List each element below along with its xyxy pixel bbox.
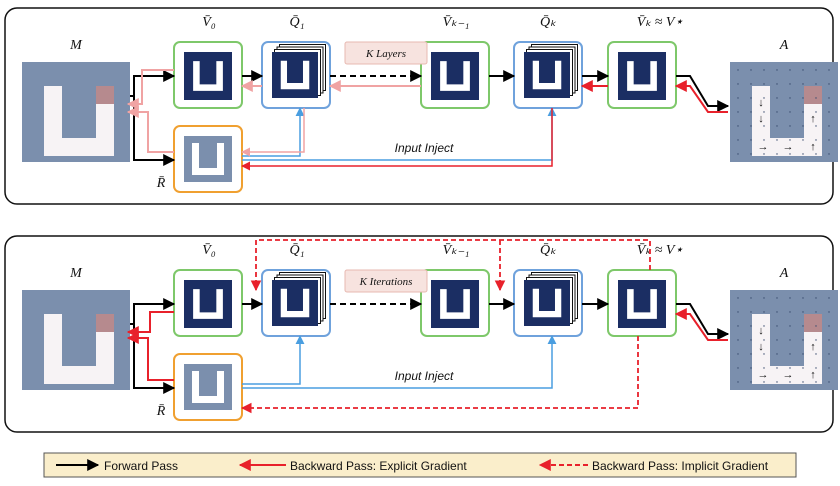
implicit-gradient-arrow xyxy=(250,239,651,292)
node-label-qk: Q̄ₖ xyxy=(540,15,557,30)
node-label-vk-minus-1: V̄ₖ₋₁ xyxy=(443,243,470,258)
policy-arrow-icon: ↑ xyxy=(810,141,816,153)
implicit-gradient-arrow xyxy=(240,336,639,414)
node-label-v0: V̄₀ xyxy=(202,243,216,258)
legend-forward-label: Forward Pass xyxy=(104,459,178,473)
policy-arrow-icon: → xyxy=(783,369,794,381)
policy-arrow-icon: → xyxy=(758,141,769,153)
inject-arrow xyxy=(242,335,305,385)
output-label: A xyxy=(779,266,789,281)
forward-arrow xyxy=(676,75,730,112)
policy-arrow-icon: ↑ xyxy=(810,341,816,353)
policy-output-image: ↓ ↓ ↑ → → ↑ xyxy=(730,62,838,162)
policy-arrow-icon: ↓ xyxy=(758,341,764,353)
u-shaped-maze-icon xyxy=(618,52,666,100)
u-shaped-maze-icon xyxy=(272,52,318,98)
u-shaped-maze-icon xyxy=(431,280,479,328)
inject-arrow xyxy=(242,335,557,389)
forward-arrow xyxy=(133,298,176,314)
u-shaped-maze-icon xyxy=(431,52,479,100)
forward-arrow xyxy=(133,314,176,394)
middle-label: K Iterations xyxy=(359,276,413,288)
node-label-qk: Q̄ₖ xyxy=(540,243,557,258)
map-input-image xyxy=(22,290,130,390)
explicit-gradient-arrow-faded xyxy=(241,108,305,157)
middle-label-box xyxy=(344,269,428,293)
explicit-gradient-arrow xyxy=(241,108,553,171)
explicit-gradient-arrow-faded xyxy=(126,106,174,153)
output-label: A xyxy=(779,38,789,53)
forward-arrow xyxy=(676,303,730,340)
map-label: M xyxy=(69,266,83,281)
node-label-vk-minus-1: V̄ₖ₋₁ xyxy=(443,15,470,30)
inject-arrow xyxy=(242,107,305,157)
policy-arrow-icon: → xyxy=(758,369,769,381)
explicit-gradient-arrow xyxy=(674,80,728,113)
u-shaped-maze-icon xyxy=(524,280,570,326)
reward-map-icon xyxy=(184,136,232,182)
policy-arrow-icon: ↓ xyxy=(758,113,764,125)
inject-label: Input Inject xyxy=(395,141,454,155)
u-shaped-maze-icon xyxy=(184,280,232,328)
reward-label: R̄ xyxy=(156,176,166,191)
u-shaped-maze-icon xyxy=(184,52,232,100)
policy-arrow-icon: ↓ xyxy=(758,325,764,337)
explicit-gradient-arrow xyxy=(126,332,174,381)
node-label-q1: Q̄₁ xyxy=(290,15,305,30)
policy-output-image: ↓ ↓ ↑ → → ↑ xyxy=(730,290,838,390)
policy-arrow-icon: ↑ xyxy=(810,113,816,125)
u-shaped-maze-icon xyxy=(524,52,570,98)
policy-arrow-icon: ↓ xyxy=(758,97,764,109)
forward-arrow xyxy=(133,86,176,166)
policy-arrow-icon: ↑ xyxy=(810,369,816,381)
policy-arrow-icon: → xyxy=(783,141,794,153)
forward-arrow xyxy=(133,70,176,86)
node-label-q1: Q̄₁ xyxy=(290,243,305,258)
map-label: M xyxy=(69,38,83,53)
node-label-vk-final: V̄ₖ ≈ V⋆ xyxy=(637,243,684,258)
explicit-gradient-arrow xyxy=(674,308,728,341)
legend-box xyxy=(43,452,797,478)
inject-label: Input Inject xyxy=(395,369,454,383)
legend-implicit-label: Backward Pass: Implicit Gradient xyxy=(592,459,769,473)
legend-explicit-label: Backward Pass: Explicit Gradient xyxy=(290,459,467,473)
u-shaped-maze-icon xyxy=(618,280,666,328)
middle-label: K Layers xyxy=(365,48,406,60)
map-input-image xyxy=(22,62,130,162)
middle-label-box xyxy=(344,41,428,65)
node-label-v0: V̄₀ xyxy=(202,15,216,30)
explicit-gradient-arrow-faded xyxy=(126,69,174,110)
explicit-gradient-arrow xyxy=(126,311,174,338)
reward-label: R̄ xyxy=(156,404,166,419)
u-shaped-maze-icon xyxy=(272,280,318,326)
node-label-vk-final: V̄ₖ ≈ V⋆ xyxy=(637,15,684,30)
reward-map-icon xyxy=(184,364,232,410)
